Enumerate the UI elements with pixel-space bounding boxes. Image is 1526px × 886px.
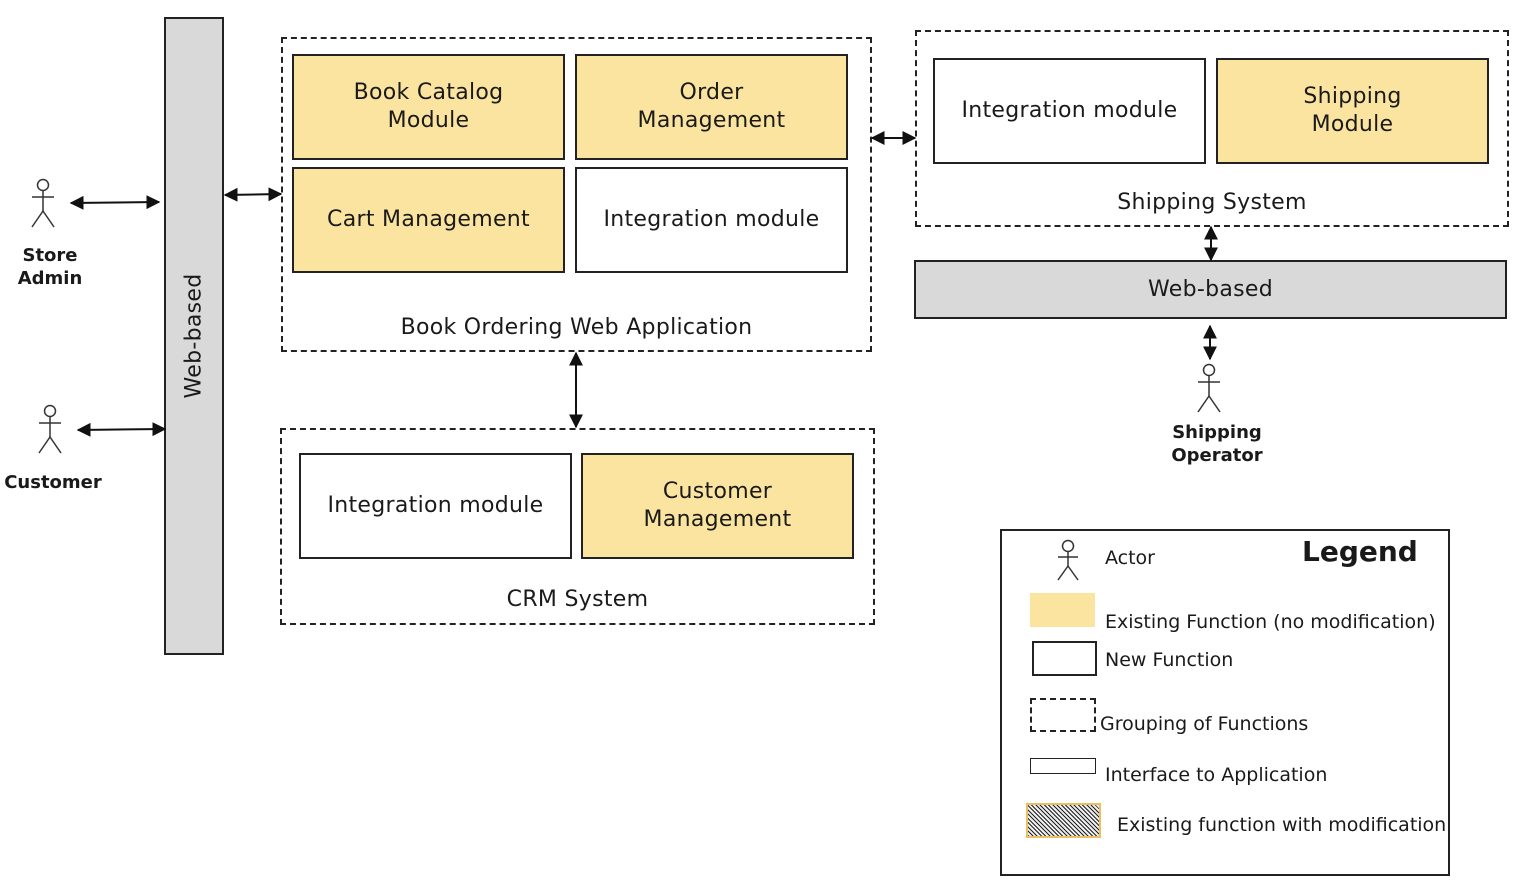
shipping-system-label: Shipping System xyxy=(1117,190,1307,215)
legend-actor-label: Actor xyxy=(1105,547,1155,569)
book-ordering-app-label: Book Ordering Web Application xyxy=(400,315,753,340)
store-admin-actor-icon xyxy=(31,178,55,228)
legend-grouping-label: Grouping of Functions xyxy=(1100,713,1309,735)
legend-modified-swatch xyxy=(1026,803,1101,838)
legend-interface-label: Interface to Application xyxy=(1105,764,1328,786)
left-web-based-interface: Web-based xyxy=(164,17,224,655)
customer-management-module: Customer Management xyxy=(581,453,854,559)
legend-modified-label: Existing function with modification xyxy=(1117,814,1447,836)
shipping-integration-module: Integration module xyxy=(933,58,1206,164)
cart-management-module: Cart Management xyxy=(292,167,565,273)
crm-system-group xyxy=(280,428,875,625)
interface-to-book-app-connector xyxy=(223,187,283,202)
store-admin-connector xyxy=(69,195,161,210)
book-app-integration-module: Integration module xyxy=(575,167,848,273)
legend-new-swatch xyxy=(1032,641,1097,676)
legend-title: Legend xyxy=(1302,535,1418,568)
legend-existing-swatch xyxy=(1030,593,1095,627)
legend-actor-icon xyxy=(1057,539,1079,581)
customer-actor-icon xyxy=(38,404,62,454)
crm-integration-module: Integration module xyxy=(299,453,572,559)
customer-label: Customer xyxy=(4,472,102,493)
crm-system-label: CRM System xyxy=(506,587,649,612)
right-web-based-interface: Web-based xyxy=(914,260,1507,319)
shipping-module: Shipping Module xyxy=(1216,58,1489,164)
shipping-operator-actor-icon xyxy=(1197,363,1221,413)
legend-grouping-swatch xyxy=(1030,698,1096,732)
legend-existing-label: Existing Function (no modification) xyxy=(1105,611,1436,633)
customer-connector xyxy=(76,422,167,437)
order-management-module: Order Management xyxy=(575,54,848,160)
shipping-operator-label: Shipping Operator xyxy=(1171,422,1263,466)
right-web-based-label: Web-based xyxy=(1147,277,1273,302)
book-catalog-module: Book Catalog Module xyxy=(292,54,565,160)
store-admin-label: Store Admin xyxy=(17,245,83,289)
legend-new-label: New Function xyxy=(1105,649,1234,671)
legend-interface-swatch xyxy=(1030,758,1096,774)
